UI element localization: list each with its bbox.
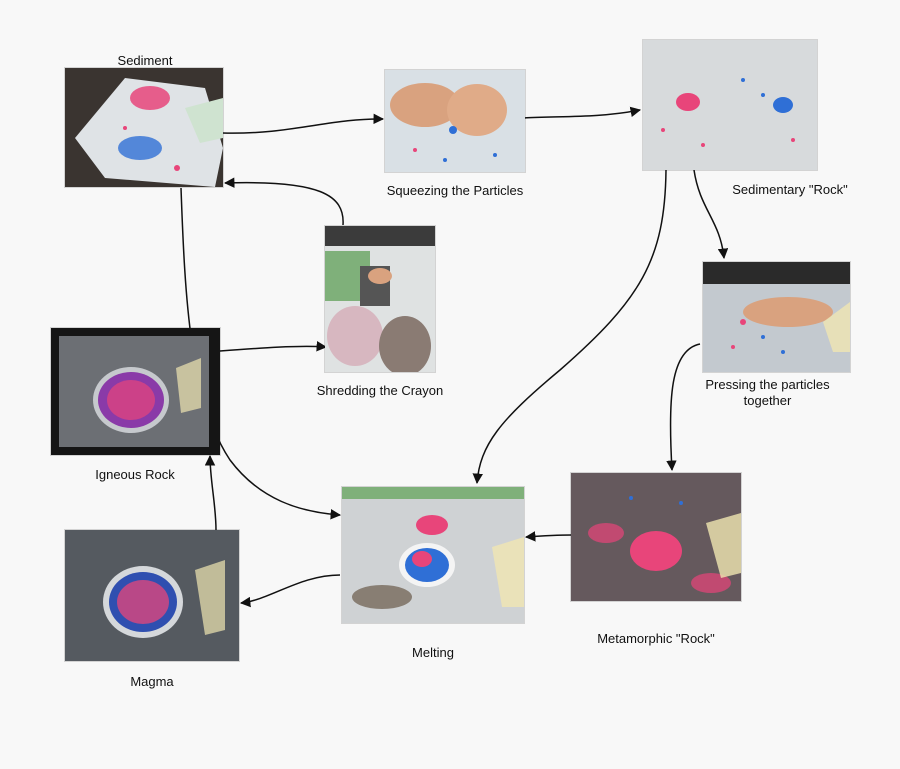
label-shredding: Shredding the Crayon <box>316 383 444 398</box>
arrow-squeezing-to-sedimentary <box>523 106 642 119</box>
photo-pressing <box>703 262 850 372</box>
label-sediment: Sediment <box>117 53 173 68</box>
arrow-sediment-to-squeezing <box>221 113 385 134</box>
arrow-shredding-to-sediment <box>223 177 344 226</box>
arrow-pressing-to-metamorphic <box>666 343 701 472</box>
photo-sediment <box>65 68 223 187</box>
arrow-melting-to-magma <box>239 574 341 608</box>
arrow-sediment-to-melting <box>180 187 342 520</box>
photo-igneous <box>51 328 220 455</box>
photo-sedimentary <box>643 40 817 170</box>
arrow-sedimentary-to-melting <box>472 169 667 485</box>
label-sedimentary: Sedimentary "Rock" <box>732 182 848 197</box>
label-metamorphic: Metamorphic "Rock" <box>597 631 715 646</box>
label-igneous: Igneous Rock <box>95 467 175 482</box>
photo-melting <box>342 487 524 623</box>
label-magma: Magma <box>130 674 174 689</box>
arrow-sedimentary-to-pressing <box>693 169 729 260</box>
arrow-magma-to-igneous <box>204 454 217 531</box>
label-pressing: Pressing the particles together <box>705 377 830 408</box>
arrow-igneous-to-shredding <box>219 341 328 352</box>
photo-magma <box>65 530 239 661</box>
photo-metamorphic <box>571 473 741 601</box>
arrow-metamorphic-to-melting <box>524 531 573 542</box>
photo-shredding <box>325 226 435 372</box>
label-melting: Melting <box>412 645 454 660</box>
label-squeezing: Squeezing the Particles <box>386 183 524 198</box>
photo-squeezing <box>385 70 525 172</box>
